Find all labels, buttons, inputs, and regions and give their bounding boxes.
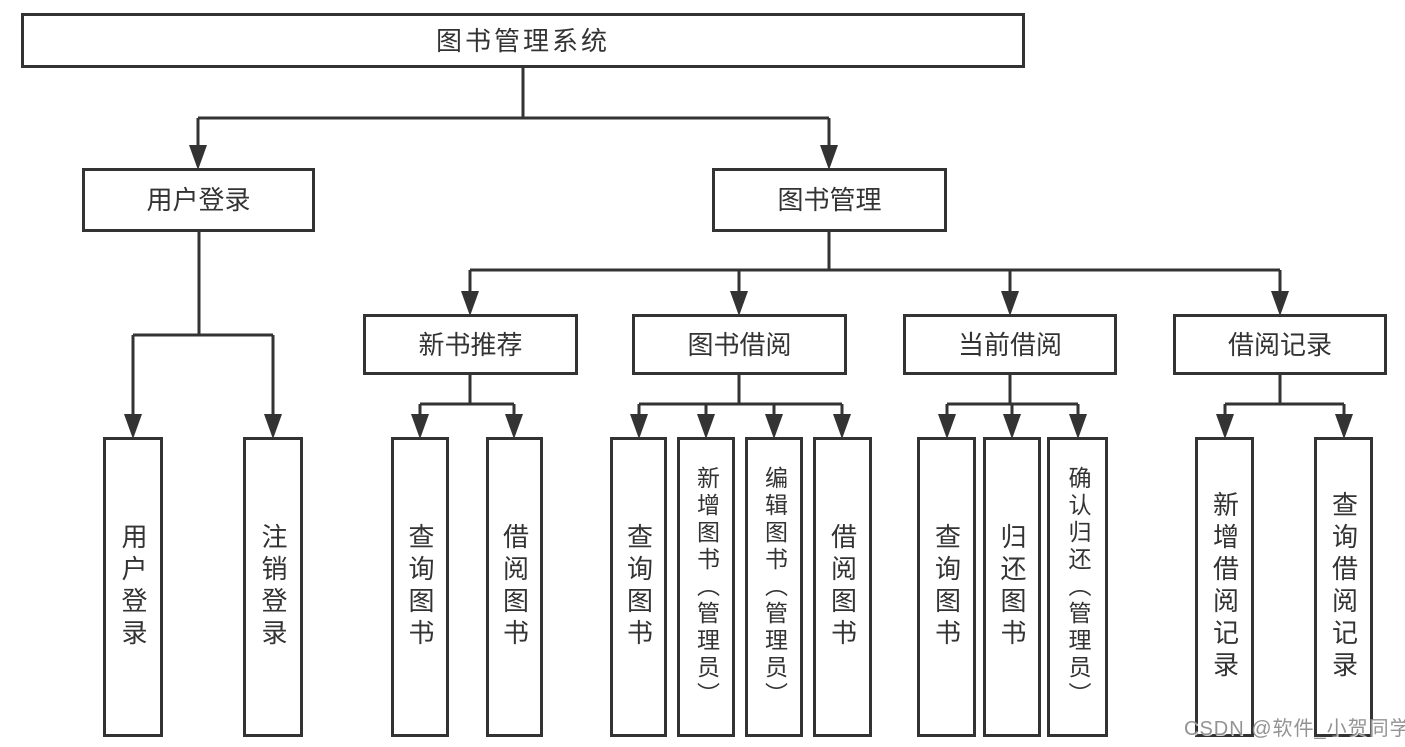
leaf-borrow-books-borrowing: 借阅图书	[813, 437, 872, 737]
node-label: 查询借阅记录	[1328, 491, 1359, 683]
node-label: 图书借阅	[687, 329, 792, 360]
node-label: 图书管理系统	[435, 25, 610, 56]
node-label: 编辑图书（管理员）	[761, 465, 788, 709]
node-label: 用户登录	[118, 523, 148, 651]
leaf-return-book: 归还图书	[983, 437, 1041, 737]
node-label: 新增图书（管理员）	[693, 465, 720, 709]
node-book-borrowing: 图书借阅	[632, 314, 847, 375]
leaf-add-book-admin: 新增图书（管理员）	[677, 437, 735, 737]
node-label: 查询图书	[405, 523, 435, 651]
leaf-query-books-borrowing: 查询图书	[610, 437, 667, 737]
csdn-watermark: CSDN @软件_小贺同学	[1184, 718, 1405, 740]
leaf-confirm-return-admin: 确认归还（管理员）	[1047, 437, 1108, 737]
leaf-add-borrow-record: 新增借阅记录	[1195, 437, 1254, 737]
leaf-query-books-recommend: 查询图书	[391, 437, 449, 737]
node-label: 借阅图书	[499, 523, 530, 651]
node-label: 查询图书	[623, 523, 654, 651]
node-book-management: 图书管理	[712, 168, 947, 232]
node-label: 查询图书	[931, 523, 962, 651]
node-label: 新书推荐	[418, 329, 523, 360]
node-label: 借阅图书	[827, 523, 858, 651]
node-label: 用户登录	[146, 185, 251, 215]
node-label: 注销登录	[258, 523, 288, 651]
node-label: 图书管理	[777, 185, 882, 215]
node-label: 当前借阅	[957, 329, 1062, 360]
node-user-login: 用户登录	[82, 168, 315, 232]
leaf-query-books-current: 查询图书	[917, 437, 976, 737]
node-label: 归还图书	[997, 523, 1027, 651]
leaf-logout: 注销登录	[243, 437, 303, 737]
node-borrowing-records: 借阅记录	[1173, 314, 1387, 375]
leaf-edit-book-admin: 编辑图书（管理员）	[745, 437, 803, 737]
arrowheads	[124, 145, 1353, 439]
leaf-user-login: 用户登录	[103, 437, 163, 737]
node-label: 确认归还（管理员）	[1065, 465, 1091, 709]
node-label: 新增借阅记录	[1209, 491, 1240, 683]
leaf-borrow-books-recommend: 借阅图书	[486, 437, 543, 737]
node-label: 借阅记录	[1227, 329, 1332, 360]
node-new-book-recommendation: 新书推荐	[363, 314, 578, 375]
node-library-management-system: 图书管理系统	[21, 13, 1025, 68]
leaf-query-borrow-record: 查询借阅记录	[1314, 437, 1373, 737]
node-current-borrowing: 当前借阅	[903, 314, 1117, 375]
